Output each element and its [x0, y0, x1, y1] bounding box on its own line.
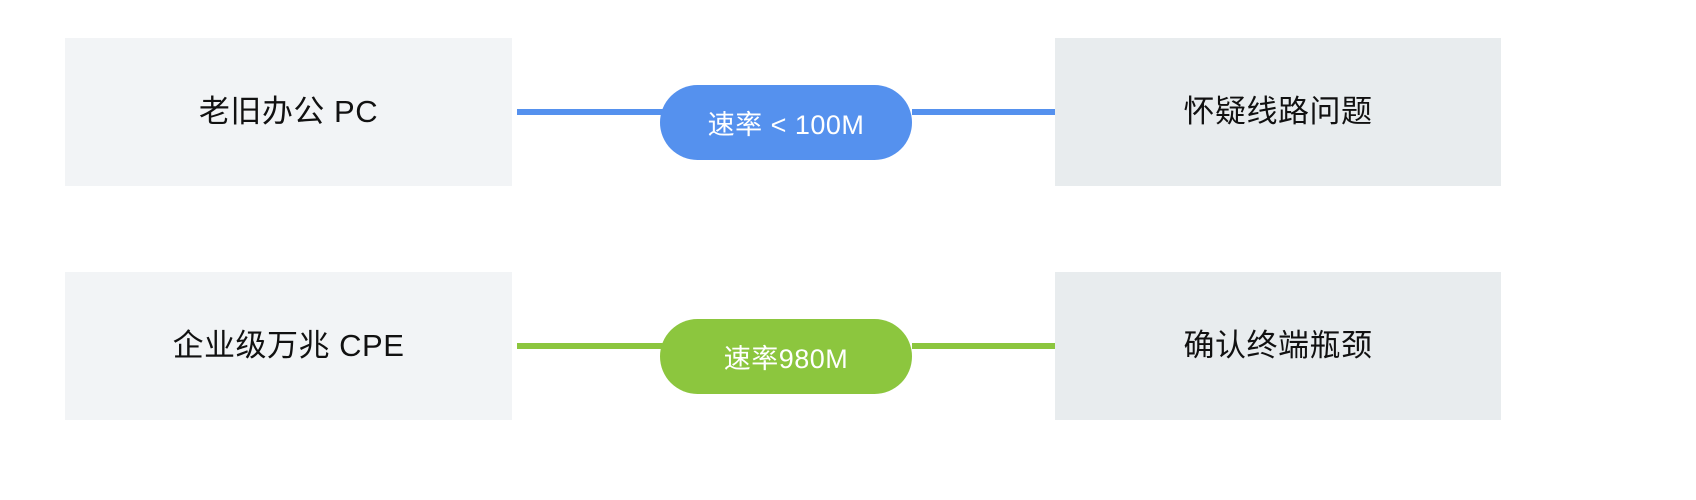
- target-node-row-2[interactable]: 确认终端瓶颈: [1055, 272, 1501, 420]
- flow-row-2: 企业级万兆 CPE 速率980M 确认终端瓶颈: [0, 272, 1696, 422]
- connector-label-text: 速率 < 100M: [707, 110, 865, 140]
- connector-line-right: [912, 109, 1082, 115]
- flow-row-1: 老旧办公 PC 速率 < 100M 怀疑线路问题: [0, 38, 1696, 188]
- source-node-label: 企业级万兆 CPE: [172, 328, 405, 364]
- connector-label-pill-row-1[interactable]: 速率 < 100M: [660, 85, 912, 160]
- target-node-label: 确认终端瓶颈: [1183, 328, 1373, 364]
- target-node-label: 怀疑线路问题: [1183, 94, 1373, 130]
- source-node-row-2[interactable]: 企业级万兆 CPE: [65, 272, 512, 420]
- connector-line-right: [912, 343, 1082, 349]
- connector-line-left: [517, 109, 665, 115]
- connector-label-pill-row-2[interactable]: 速率980M: [660, 319, 912, 394]
- target-node-row-1[interactable]: 怀疑线路问题: [1055, 38, 1501, 186]
- connector-row-1: 速率 < 100M: [512, 38, 1112, 186]
- connector-line-left: [517, 343, 665, 349]
- connector-label-text: 速率980M: [723, 344, 849, 374]
- source-node-row-1[interactable]: 老旧办公 PC: [65, 38, 512, 186]
- source-node-label: 老旧办公 PC: [198, 94, 379, 130]
- connector-row-2: 速率980M: [512, 272, 1112, 420]
